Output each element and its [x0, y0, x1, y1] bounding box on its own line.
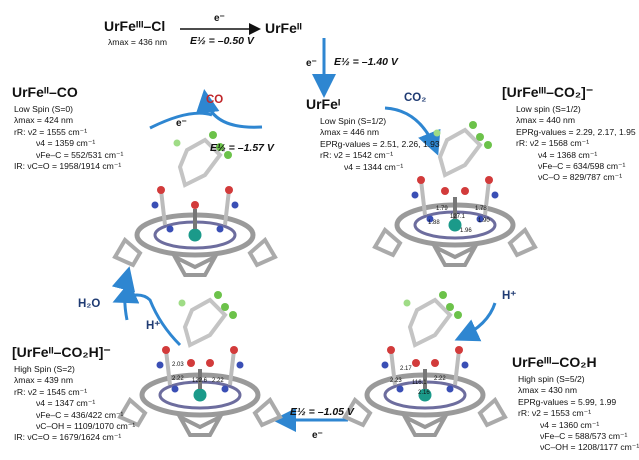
water-label: H₂O	[78, 298, 101, 310]
distance-label: 2.22	[434, 376, 446, 382]
species-fe2-co: UrFeᴵᴵ–CO	[12, 84, 78, 100]
distance-label: 1.96	[460, 228, 472, 234]
molecule-co2h-fe3	[345, 291, 505, 435]
distance-label: 1.79	[436, 206, 448, 212]
potential-left: E½ = –1.57 V	[210, 142, 274, 154]
fe3-co2h-line: rR: ν2 = 1553 cm⁻¹	[518, 408, 592, 419]
electron-label-2: e⁻	[306, 58, 317, 69]
distance-label: 2.22	[212, 378, 224, 384]
co2-label: CO₂	[404, 92, 427, 104]
fe3-co2h-line: ν4 = 1360 cm⁻¹	[540, 419, 600, 430]
molecule-co-complex	[115, 131, 275, 275]
species-fe3-cl: UrFeᴵᴵᴵ–Cl	[104, 18, 166, 34]
species-fe3-co2: [UrFeᴵᴵᴵ–CO₂]⁻	[502, 84, 594, 100]
distance-label: 1.90	[478, 218, 490, 224]
fe3-co2h-properties: High spin (S=5/2) λmax = 430 nm EPRg-val…	[518, 374, 639, 454]
co2-binding-arrow	[384, 106, 441, 156]
fe2-co2h-line: ν4 = 1347 cm⁻¹	[36, 398, 96, 409]
fe3-co2-line: rR: ν2 = 1568 cm⁻¹	[516, 138, 590, 149]
protonation-arrow-2	[112, 281, 182, 347]
fe3-co2h-line: High spin (S=5/2)	[518, 374, 585, 384]
electron-label-bottom: e⁻	[312, 430, 323, 441]
fe2-co-line: ν4 = 1359 cm⁻¹	[36, 138, 96, 149]
protonation-arrow-1	[454, 302, 497, 342]
fe2-co-line: IR: νC=O = 1958/1914 cm⁻¹	[14, 161, 122, 172]
fe2-co2h-line: νC–OH = 1109/1070 cm⁻¹	[36, 421, 136, 432]
fe2-co2h-line: λmax = 439 nm	[14, 375, 73, 386]
fe1-line: rR: ν2 = 1542 cm⁻¹	[320, 150, 394, 161]
fe1-line: Low Spin (S=1/2)	[320, 116, 387, 126]
molecule-co2-complex	[375, 121, 535, 265]
distance-label: 2.16	[418, 390, 430, 396]
distance-label: 1.78	[475, 206, 487, 212]
species-fe1: UrFeᴵ	[306, 96, 341, 112]
angle-label: 116.1	[412, 380, 427, 386]
co-released-label: CO	[206, 94, 224, 106]
fe1-properties: Low Spin (S=1/2) λmax = 446 nm EPRg-valu…	[320, 116, 440, 173]
distance-label: 2.23	[390, 378, 402, 384]
fe1-line: EPRg-values = 2.51, 2.26, 1.93	[320, 138, 440, 149]
fe2-co2h-line: High Spin (S=2)	[14, 364, 75, 374]
angle-label: 127.1	[450, 214, 466, 220]
distance-label: 2.03	[172, 362, 184, 368]
potential-1: E½ = –0.50 V	[190, 35, 254, 47]
fe3-co2h-line: λmax = 430 nm	[518, 385, 577, 396]
fe3-co2-line: λmax = 440 nm	[516, 115, 575, 126]
e-uptake-curve	[149, 111, 213, 130]
distance-label: 1.88	[428, 220, 440, 226]
electron-label-left: e⁻	[176, 118, 187, 129]
fe3-co2h-line: EPRg-values = 5.99, 1.99	[518, 396, 617, 407]
co-release-arrow	[195, 89, 263, 129]
fe3-co2h-line: νC–OH = 1208/1177 cm⁻¹	[540, 442, 639, 453]
proton-label-left: H⁺	[146, 320, 161, 332]
fe3-co2-line: EPRg-values = 2.29, 2.17, 1.95	[516, 126, 636, 137]
molecule-co2h-fe2	[120, 291, 280, 435]
fe2-co-line: rR: ν2 = 1555 cm⁻¹	[14, 126, 88, 137]
potential-bottom: E½ = –1.05 V	[290, 406, 354, 418]
fe1-line: ν4 = 1344 cm⁻¹	[344, 161, 404, 172]
water-release-arrow	[111, 266, 136, 321]
fe3-co2-line: νFe–C = 634/598 cm⁻¹	[538, 161, 626, 172]
proton-label-right: H⁺	[502, 290, 517, 302]
fe2-co2h-line: νFe–C = 436/422 cm⁻¹	[36, 409, 124, 420]
fe3-cl-lmax: λmax = 436 nm	[108, 37, 167, 47]
fe2-co2h-properties: High Spin (S=2) λmax = 439 nm rR: ν2 = 1…	[14, 364, 135, 444]
fe2-co-line: λmax = 424 nm	[14, 115, 73, 126]
species-fe2: UrFeᴵᴵ	[265, 20, 302, 36]
fe2-co2h-line: IR: νC=O = 1679/1624 cm⁻¹	[14, 432, 122, 443]
fe3-co2-line: νC–O = 829/787 cm⁻¹	[538, 172, 623, 183]
fe1-line: λmax = 446 nm	[320, 127, 379, 138]
fe3-co2-line: ν4 = 1368 cm⁻¹	[538, 149, 598, 160]
species-fe2-co2h: [UrFeᴵᴵ–CO₂H]⁻	[12, 344, 111, 360]
fe3-co2h-line: νFe–C = 588/573 cm⁻¹	[540, 431, 628, 442]
fe2-co-properties: Low Spin (S=0) λmax = 424 nm rR: ν2 = 15…	[14, 104, 123, 172]
species-fe3-co2h: UrFeᴵᴵᴵ–CO₂H	[512, 354, 597, 370]
fe3-co2-properties: Low spin (S=1/2) λmax = 440 nm EPRg-valu…	[516, 104, 636, 184]
fe2-co-line: Low Spin (S=0)	[14, 104, 73, 114]
fe2-co-line: νFe–C = 552/531 cm⁻¹	[36, 149, 124, 160]
angle-label: 122.6	[192, 378, 208, 384]
fe2-co2h-line: rR: ν2 = 1545 cm⁻¹	[14, 386, 88, 397]
distance-label: 2.17	[400, 366, 412, 372]
fe3-co2-line: Low spin (S=1/2)	[516, 104, 581, 114]
potential-2: E½ = –1.40 V	[334, 56, 398, 68]
distance-label: 2.22	[172, 376, 184, 382]
electron-label-1: e⁻	[214, 13, 225, 24]
